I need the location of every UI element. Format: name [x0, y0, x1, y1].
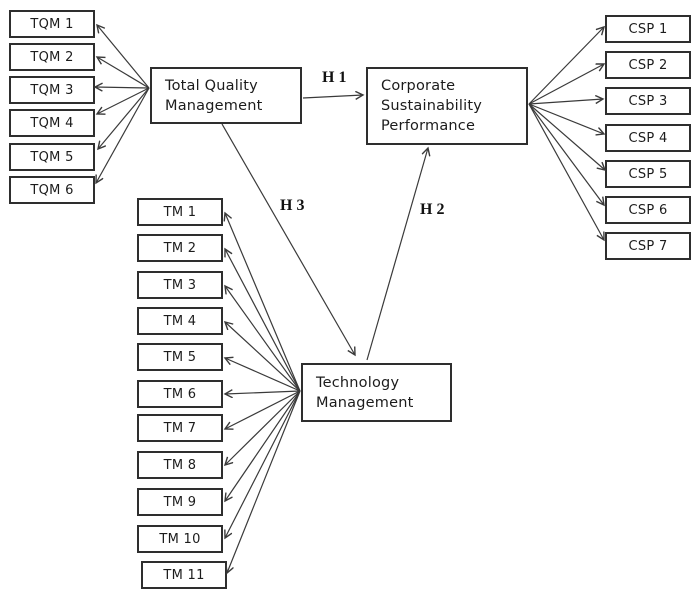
indicator-box-csp3: CSP 3: [605, 87, 691, 115]
csp-indicator-arrow-7: [528, 103, 604, 240]
indicator-box-csp7: CSP 7: [605, 232, 691, 260]
tm-indicator-arrow-3: [225, 286, 301, 392]
tqm-indicator-arrow-4: [97, 87, 150, 114]
tm-indicator-arrow-9: [225, 390, 301, 501]
h1-arrow: [302, 95, 363, 98]
tqm-indicator-arrow-6: [96, 87, 150, 183]
indicator-box-tm6: TM 6: [137, 380, 223, 408]
csp-indicator-arrow-5: [528, 103, 605, 170]
indicator-box-tqm6: TQM 6: [9, 176, 95, 204]
indicator-box-tqm5: TQM 5: [9, 143, 95, 171]
latent-label-line: Performance: [381, 118, 476, 134]
latent-label-line: Management: [165, 97, 263, 114]
latent-technology-management-box: Technology Management: [301, 363, 452, 422]
tqm-indicator-arrow-3: [95, 87, 150, 88]
indicator-box-csp1: CSP 1: [605, 15, 691, 43]
h2-arrow: [366, 148, 428, 361]
tm-indicator-arrow-4: [225, 322, 301, 392]
indicator-box-tm10: TM 10: [137, 525, 223, 553]
indicator-box-tm7: TM 7: [137, 414, 223, 442]
tm-indicator-arrow-8: [225, 390, 301, 465]
indicator-box-tm9: TM 9: [137, 488, 223, 516]
tm-indicator-arrow-6: [225, 391, 301, 394]
indicator-box-tm4: TM 4: [137, 307, 223, 335]
hypothesis-label-h3: H 3: [280, 197, 305, 214]
indicator-box-tm1: TM 1: [137, 198, 223, 226]
csp-indicator-arrow-2: [528, 64, 604, 105]
latent-corporate-sustainability-performance-box: Corporate Sustainability Performance: [366, 67, 528, 145]
csp-indicator-arrow-1: [528, 27, 604, 105]
csp-indicator-arrow-3: [528, 99, 603, 105]
indicator-box-tqm2: TQM 2: [9, 43, 95, 71]
indicator-box-tm5: TM 5: [137, 343, 223, 371]
tm-indicator-arrow-1: [225, 213, 301, 392]
tm-indicator-arrow-11: [227, 390, 301, 573]
indicator-box-tm8: TM 8: [137, 451, 223, 479]
latent-label-line: Sustainability: [381, 98, 482, 114]
latent-label-line: Corporate: [381, 78, 456, 94]
indicator-box-tqm4: TQM 4: [9, 109, 95, 137]
latent-total-quality-management-box: Total Quality Management: [150, 67, 302, 124]
tqm-indicator-arrow-2: [97, 57, 150, 89]
indicator-box-csp4: CSP 4: [605, 124, 691, 152]
tqm-indicator-arrow-1: [97, 25, 150, 89]
indicator-box-tm11: TM 11: [141, 561, 227, 589]
indicator-box-csp6: CSP 6: [605, 196, 691, 224]
indicator-box-tm3: TM 3: [137, 271, 223, 299]
tm-indicator-arrow-10: [225, 390, 301, 538]
indicator-box-csp2: CSP 2: [605, 51, 691, 79]
latent-label-line: Total Quality: [165, 77, 258, 94]
csp-indicator-arrow-6: [528, 103, 604, 205]
indicator-box-tm2: TM 2: [137, 234, 223, 262]
tm-indicator-arrow-5: [225, 358, 301, 392]
indicator-box-tqm3: TQM 3: [9, 76, 95, 104]
indicator-box-csp5: CSP 5: [605, 160, 691, 188]
indicator-box-tqm1: TQM 1: [9, 10, 95, 38]
tm-indicator-arrow-7: [225, 390, 301, 429]
tm-indicator-arrow-2: [225, 249, 301, 392]
latent-label-line: Technology: [316, 374, 400, 391]
hypothesis-label-h1: H 1: [322, 69, 347, 86]
tqm-indicator-arrow-5: [98, 87, 150, 149]
h3-arrow: [221, 123, 355, 355]
hypothesis-label-h2: H 2: [420, 201, 445, 218]
csp-indicator-arrow-4: [528, 103, 604, 134]
latent-label-line: Management: [316, 394, 414, 411]
